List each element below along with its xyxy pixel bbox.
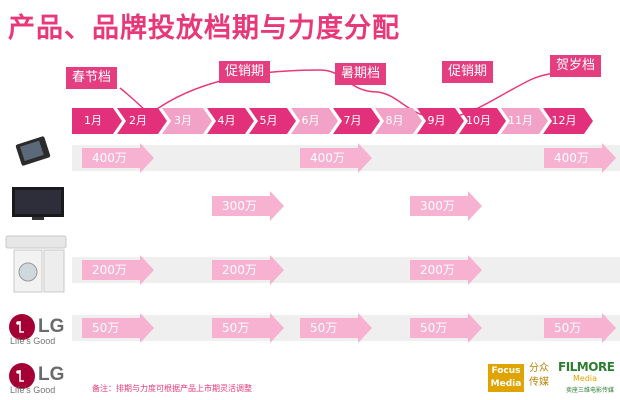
footer-lg-tagline: Life's Good — [10, 385, 56, 395]
footnote: 备注：排期与力度可根据产品上市期灵活调整 — [92, 384, 252, 393]
month-may: 5月 — [249, 108, 296, 134]
lg-logo-icon — [9, 314, 35, 340]
season-label-spring: 春节档 — [66, 67, 118, 89]
month-oct: 10月 — [459, 108, 506, 134]
appliance-icon — [5, 235, 67, 293]
page-title: 产品、品牌投放档期与力度分配 — [8, 13, 400, 44]
budget-arrow: 50万 — [300, 313, 372, 343]
budget-arrow: 50万 — [82, 313, 154, 343]
budget-arrow: 50万 — [212, 313, 284, 343]
budget-arrow: 200万 — [212, 255, 284, 285]
budget-arrow: 400万 — [82, 143, 154, 173]
season-label-newyear: 贺岁档 — [550, 55, 602, 77]
season-label-promo-1: 促销期 — [219, 61, 271, 83]
focus-media-logo: Focus Media — [488, 364, 524, 392]
tv-icon — [12, 187, 64, 220]
fenzhong-line2: 传媒 — [529, 377, 549, 388]
season-label-summer: 暑期档 — [335, 63, 387, 85]
budget-arrow: 300万 — [410, 191, 482, 221]
budget-arrow: 300万 — [212, 191, 284, 221]
phone-icon — [15, 136, 51, 166]
budget-arrow: 400万 — [544, 143, 616, 173]
row-band-appliance — [72, 257, 620, 283]
month-jan: 1月 — [72, 108, 122, 134]
footer-lg-brand-text: LG — [38, 364, 65, 385]
budget-arrow: 50万 — [544, 313, 616, 343]
focus-line1: Focus — [491, 366, 521, 376]
budget-arrow: 50万 — [410, 313, 482, 343]
fenzhong-line1: 分众 — [529, 363, 549, 374]
footer-lg-logo-icon — [9, 363, 35, 389]
season-label-promo-2: 促销期 — [442, 61, 494, 83]
budget-arrow: 400万 — [300, 143, 372, 173]
filmore-logo: FILMORE — [558, 360, 615, 374]
filmore-cn-text: 卖座三维电影传媒 — [566, 387, 615, 394]
budget-arrow: 200万 — [82, 255, 154, 285]
lg-tagline: Life's Good — [10, 336, 56, 346]
budget-arrow: 200万 — [410, 255, 482, 285]
month-jul: 7月 — [333, 108, 380, 134]
focus-line2: Media — [490, 379, 522, 389]
lg-brand-text: LG — [38, 316, 65, 337]
filmore-sub-text: Media — [573, 374, 598, 383]
fenzhong-logo-text: 分众 传媒 — [527, 362, 551, 390]
